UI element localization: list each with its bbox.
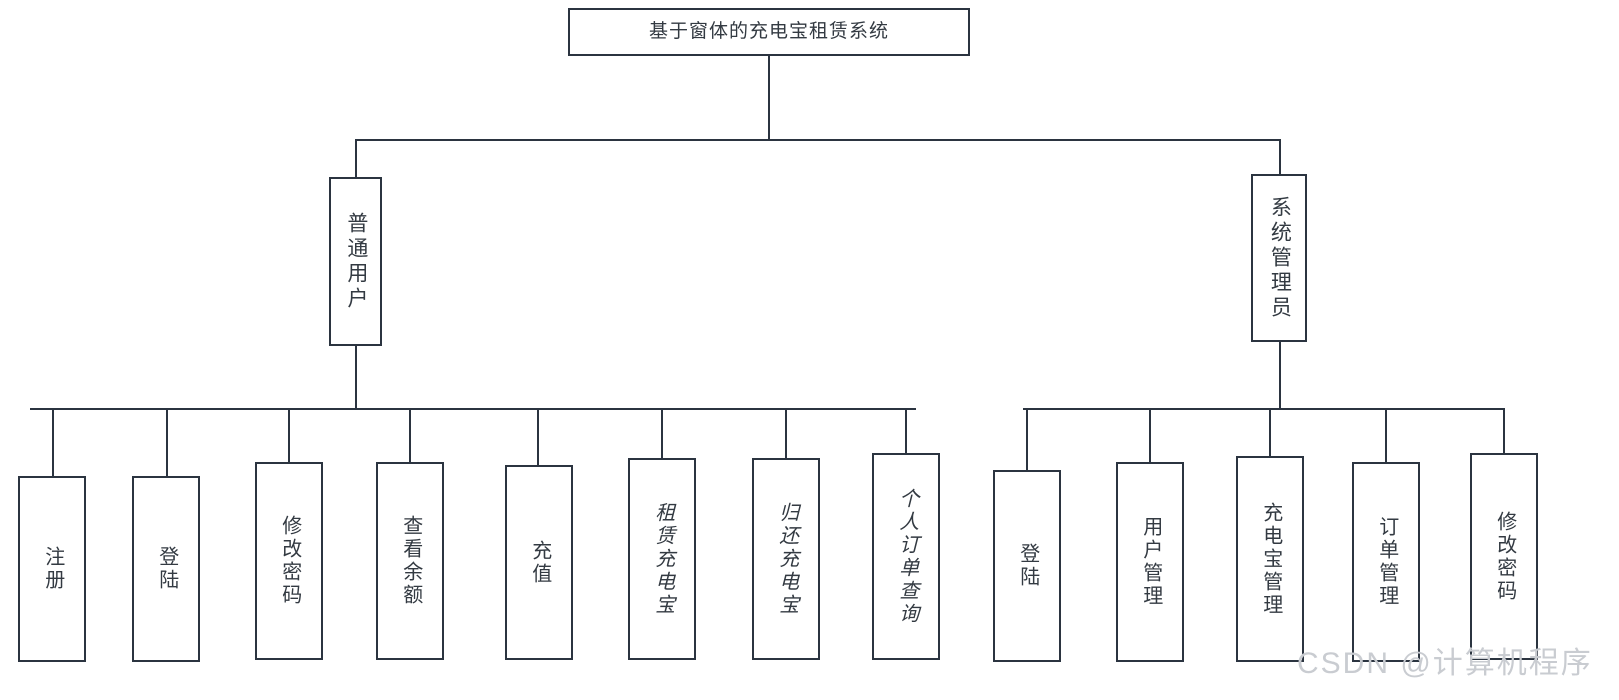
csdn-watermark: CSDN @计算机程序 bbox=[1297, 647, 1593, 680]
connector-drop-register bbox=[52, 408, 54, 476]
node-register[interactable]: 注册 bbox=[18, 476, 86, 662]
connector-user-functions-bus bbox=[30, 408, 916, 410]
node-admin-login-label: 登陆 bbox=[1016, 543, 1039, 589]
node-register-label: 注册 bbox=[41, 546, 64, 592]
connector-to-system-admin bbox=[1279, 139, 1281, 174]
node-order-management[interactable]: 订单管理 bbox=[1352, 462, 1420, 662]
connector-root-stem bbox=[768, 56, 770, 140]
connector-admin-functions-bus bbox=[1023, 408, 1505, 410]
node-personal-orders-label: 个人订单查询 bbox=[895, 487, 918, 626]
connector-drop-powerbank-management bbox=[1269, 408, 1271, 456]
connector-to-regular-user bbox=[355, 139, 357, 177]
node-return-powerbank-label: 归还充电宝 bbox=[775, 501, 798, 617]
node-top-up-label: 充值 bbox=[528, 539, 551, 586]
connector-drop-view-balance bbox=[409, 408, 411, 462]
connector-drop-admin-login bbox=[1026, 408, 1028, 470]
connector-drop-rent-powerbank bbox=[661, 408, 663, 458]
node-system-admin-label: 系统管理员 bbox=[1268, 195, 1292, 321]
node-regular-user[interactable]: 普通用户 bbox=[329, 177, 382, 346]
connector-drop-personal-orders bbox=[905, 408, 907, 453]
connector-drop-admin-change-password bbox=[1503, 408, 1505, 453]
node-rent-powerbank[interactable]: 租赁充电宝 bbox=[628, 458, 696, 660]
connector-drop-change-password bbox=[288, 408, 290, 462]
node-admin-login[interactable]: 登陆 bbox=[993, 470, 1061, 662]
node-admin-change-password[interactable]: 修改密码 bbox=[1470, 453, 1538, 660]
node-rent-powerbank-label: 租赁充电宝 bbox=[651, 501, 674, 617]
node-change-password[interactable]: 修改密码 bbox=[255, 462, 323, 660]
node-view-balance-label: 查看余额 bbox=[399, 515, 422, 607]
connector-drop-login bbox=[166, 408, 168, 476]
connector-drop-order-management bbox=[1385, 408, 1387, 462]
node-root[interactable]: 基于窗体的充电宝租赁系统 bbox=[568, 8, 970, 56]
node-top-up[interactable]: 充值 bbox=[505, 465, 573, 660]
connector-level1-bus bbox=[355, 139, 1281, 141]
node-return-powerbank[interactable]: 归还充电宝 bbox=[752, 458, 820, 660]
node-login[interactable]: 登陆 bbox=[132, 476, 200, 662]
node-admin-change-password-label: 修改密码 bbox=[1493, 510, 1516, 603]
connector-drop-user-management bbox=[1149, 408, 1151, 462]
node-user-management[interactable]: 用户管理 bbox=[1116, 462, 1184, 662]
node-personal-orders[interactable]: 个人订单查询 bbox=[872, 453, 940, 660]
node-view-balance[interactable]: 查看余额 bbox=[376, 462, 444, 660]
node-system-admin[interactable]: 系统管理员 bbox=[1251, 174, 1307, 342]
node-root-label: 基于窗体的充电宝租赁系统 bbox=[648, 20, 889, 42]
connector-drop-return-powerbank bbox=[785, 408, 787, 458]
connector-regular-user-stem bbox=[355, 346, 357, 409]
node-user-management-label: 用户管理 bbox=[1139, 516, 1162, 608]
node-powerbank-management-label: 充电宝管理 bbox=[1259, 501, 1282, 617]
node-change-password-label: 修改密码 bbox=[278, 515, 301, 607]
node-login-label: 登陆 bbox=[155, 546, 178, 592]
node-regular-user-label: 普通用户 bbox=[344, 211, 368, 312]
connector-drop-top-up bbox=[537, 408, 539, 465]
node-powerbank-management[interactable]: 充电宝管理 bbox=[1236, 456, 1304, 662]
node-order-management-label: 订单管理 bbox=[1375, 516, 1398, 608]
connector-system-admin-stem bbox=[1279, 342, 1281, 409]
